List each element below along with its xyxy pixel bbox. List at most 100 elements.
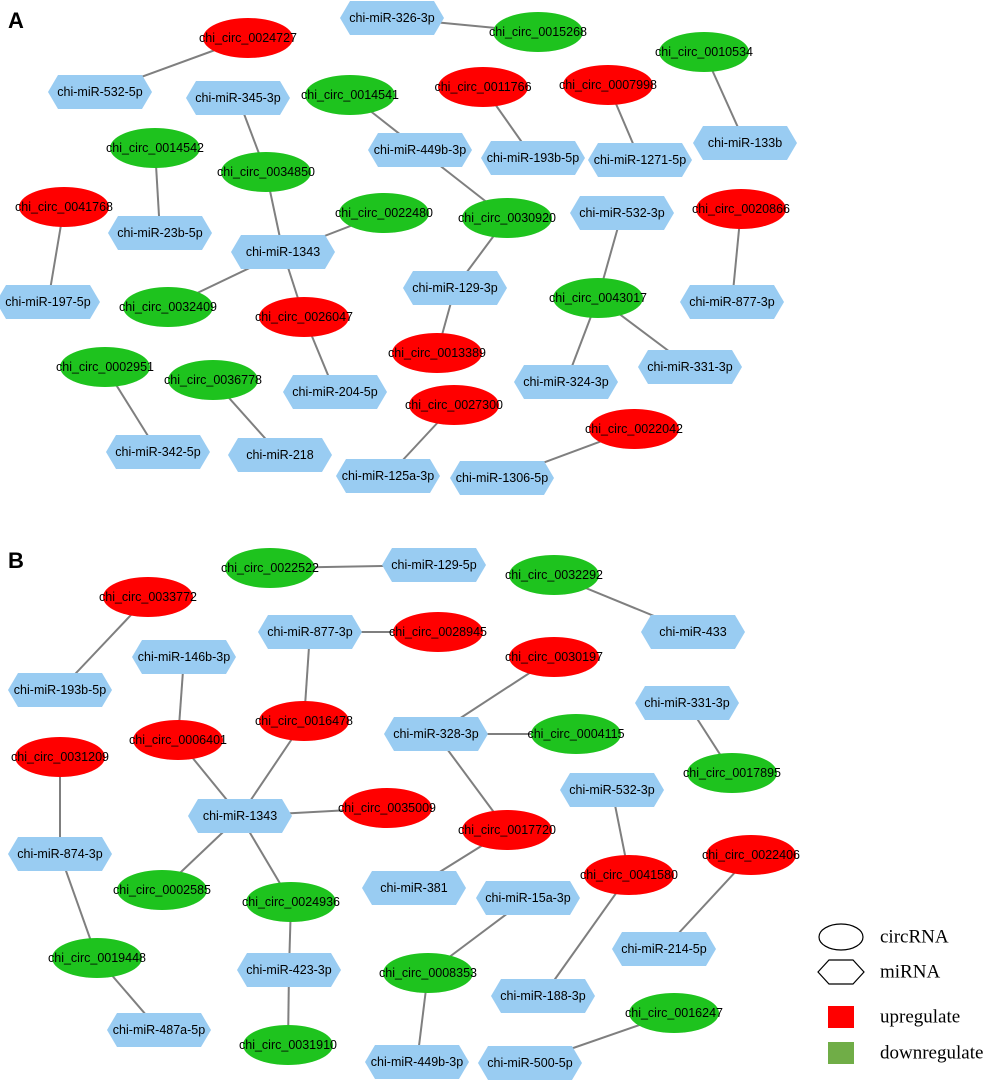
node-label: chi_circ_0032292 (505, 568, 603, 582)
mirna-hexagon (340, 1, 444, 35)
mirna-hexagon (588, 143, 692, 177)
mirna-node-chi-mir-125a-3p: chi-miR-125a-3p (336, 459, 440, 493)
mirna-hexagon (283, 375, 387, 409)
mirna-hexagon (336, 459, 440, 493)
node-label: chi_circ_0043017 (549, 291, 647, 305)
mirna-hexagon (612, 932, 716, 966)
node-label: chi-miR-423-3p (246, 963, 331, 977)
mirna-hexagon (186, 81, 290, 115)
circrna-ellipse (246, 882, 336, 922)
circrna-ellipse (392, 333, 482, 373)
circrna-node-chi-circ-0033772: chi_circ_0033772 (99, 577, 197, 617)
circrna-ellipse (383, 953, 473, 993)
mirna-node-chi-mir-345-3p: chi-miR-345-3p (186, 81, 290, 115)
legend-upregulate-swatch (828, 1006, 854, 1028)
circrna-node-chi-circ-0027300: chi_circ_0027300 (405, 385, 503, 425)
circrna-ellipse (589, 409, 679, 449)
mirna-node-chi-mir-1306-5p: chi-miR-1306-5p (450, 461, 554, 495)
mirna-node-chi-mir-1343: chi-miR-1343 (231, 235, 335, 269)
circrna-node-chi-circ-0017720: chi_circ_0017720 (458, 810, 556, 850)
circrna-ellipse (221, 152, 311, 192)
node-label: chi_circ_0032409 (119, 300, 217, 314)
node-label: chi-miR-331-3p (647, 360, 732, 374)
node-label: chi-miR-146b-3p (138, 650, 230, 664)
mirna-hexagon (228, 438, 332, 472)
circrna-node-chi-circ-0022480: chi_circ_0022480 (335, 193, 433, 233)
circrna-node-chi-circ-0031910: chi_circ_0031910 (239, 1025, 337, 1065)
mirna-node-chi-mir-23b-5p: chi-miR-23b-5p (108, 216, 212, 250)
mirna-hexagon (368, 133, 472, 167)
circrna-node-chi-circ-0008353: chi_circ_0008353 (379, 953, 477, 993)
mirna-node-chi-mir-146b-3p: chi-miR-146b-3p (132, 640, 236, 674)
circrna-node-chi-circ-0032409: chi_circ_0032409 (119, 287, 217, 327)
mirna-node-chi-mir-500-5p: chi-miR-500-5p (478, 1046, 582, 1080)
node-label: chi_circ_0004115 (527, 727, 624, 741)
circrna-ellipse (706, 835, 796, 875)
circrna-ellipse (243, 1025, 333, 1065)
node-label: chi_circ_0022042 (585, 422, 683, 436)
node-label: chi_circ_0017895 (683, 766, 781, 780)
mirna-node-chi-mir-487a-5p: chi-miR-487a-5p (107, 1013, 211, 1047)
circrna-node-chi-circ-0002951: chi_circ_0002951 (56, 347, 154, 387)
circrna-ellipse (259, 701, 349, 741)
circrna-ellipse (133, 720, 223, 760)
circrna-node-chi-circ-0034850: chi_circ_0034850 (217, 152, 315, 192)
node-label: chi_circ_0008353 (379, 966, 477, 980)
node-label: chi_circ_0022480 (335, 206, 433, 220)
circrna-node-chi-circ-0030920: chi_circ_0030920 (458, 198, 556, 238)
mirna-node-chi-mir-188-3p: chi-miR-188-3p (491, 979, 595, 1013)
mirna-hexagon (570, 196, 674, 230)
node-label: chi-miR-193b-5p (487, 151, 579, 165)
node-label: chi_circ_0007998 (559, 78, 657, 92)
mirna-hexagon (8, 837, 112, 871)
mirna-hexagon (476, 881, 580, 915)
node-label: chi-miR-133b (708, 136, 782, 150)
node-label: chi_circ_0034850 (217, 165, 315, 179)
legend-circrna-label: circRNA (880, 927, 949, 948)
circrna-node-chi-circ-0014542: chi_circ_0014542 (106, 128, 204, 168)
node-label: chi-miR-129-3p (412, 281, 497, 295)
mirna-hexagon (491, 979, 595, 1013)
circrna-ellipse (629, 993, 719, 1033)
node-label: chi-miR-433 (659, 625, 726, 639)
node-label: chi-miR-328-3p (393, 727, 478, 741)
circrna-ellipse (509, 637, 599, 677)
circrna-ellipse (393, 612, 483, 652)
node-label: chi_circ_0016247 (625, 1006, 723, 1020)
mirna-hexagon (107, 1013, 211, 1047)
circrna-ellipse (60, 347, 150, 387)
circrna-ellipse (563, 65, 653, 105)
node-label: chi_circ_0041768 (15, 200, 113, 214)
node-label: chi_circ_0033772 (99, 590, 197, 604)
panel-label-a: A (8, 8, 24, 33)
mirna-node-chi-mir-214-5p: chi-miR-214-5p (612, 932, 716, 966)
mirna-node-chi-mir-129-3p: chi-miR-129-3p (403, 271, 507, 305)
node-label: chi_circ_0011766 (434, 80, 531, 94)
node-label: chi-miR-129-5p (391, 558, 476, 572)
circrna-node-chi-circ-0024727: chi_circ_0024727 (199, 18, 297, 58)
circrna-ellipse (259, 297, 349, 337)
node-label: chi_circ_0041580 (580, 868, 678, 882)
circrna-node-chi-circ-0019448: chi_circ_0019448 (48, 938, 146, 978)
mirna-node-chi-mir-433: chi-miR-433 (641, 615, 745, 649)
mirna-hexagon (478, 1046, 582, 1080)
node-label: chi-miR-204-5p (292, 385, 377, 399)
node-label: chi_circ_0014541 (301, 88, 399, 102)
node-label: chi-miR-331-3p (644, 696, 729, 710)
node-label: chi_circ_0030920 (458, 211, 556, 225)
node-label: chi-miR-449b-3p (374, 143, 466, 157)
node-label: chi-miR-874-3p (17, 847, 102, 861)
node-label: chi_circ_0006401 (129, 733, 227, 747)
node-label: chi_circ_0002585 (113, 883, 211, 897)
node-label: chi_circ_0031910 (239, 1038, 337, 1052)
node-label: chi-miR-1306-5p (456, 471, 548, 485)
mirna-hexagon (48, 75, 152, 109)
circrna-node-chi-circ-0028945: chi_circ_0028945 (389, 612, 487, 652)
circrna-ellipse (687, 753, 777, 793)
circrna-ellipse (553, 278, 643, 318)
mirna-hexagon (680, 285, 784, 319)
mirna-node-chi-mir-328-3p: chi-miR-328-3p (384, 717, 488, 751)
circrna-ellipse (110, 128, 200, 168)
mirna-node-chi-mir-331-3p: chi-miR-331-3p (635, 686, 739, 720)
